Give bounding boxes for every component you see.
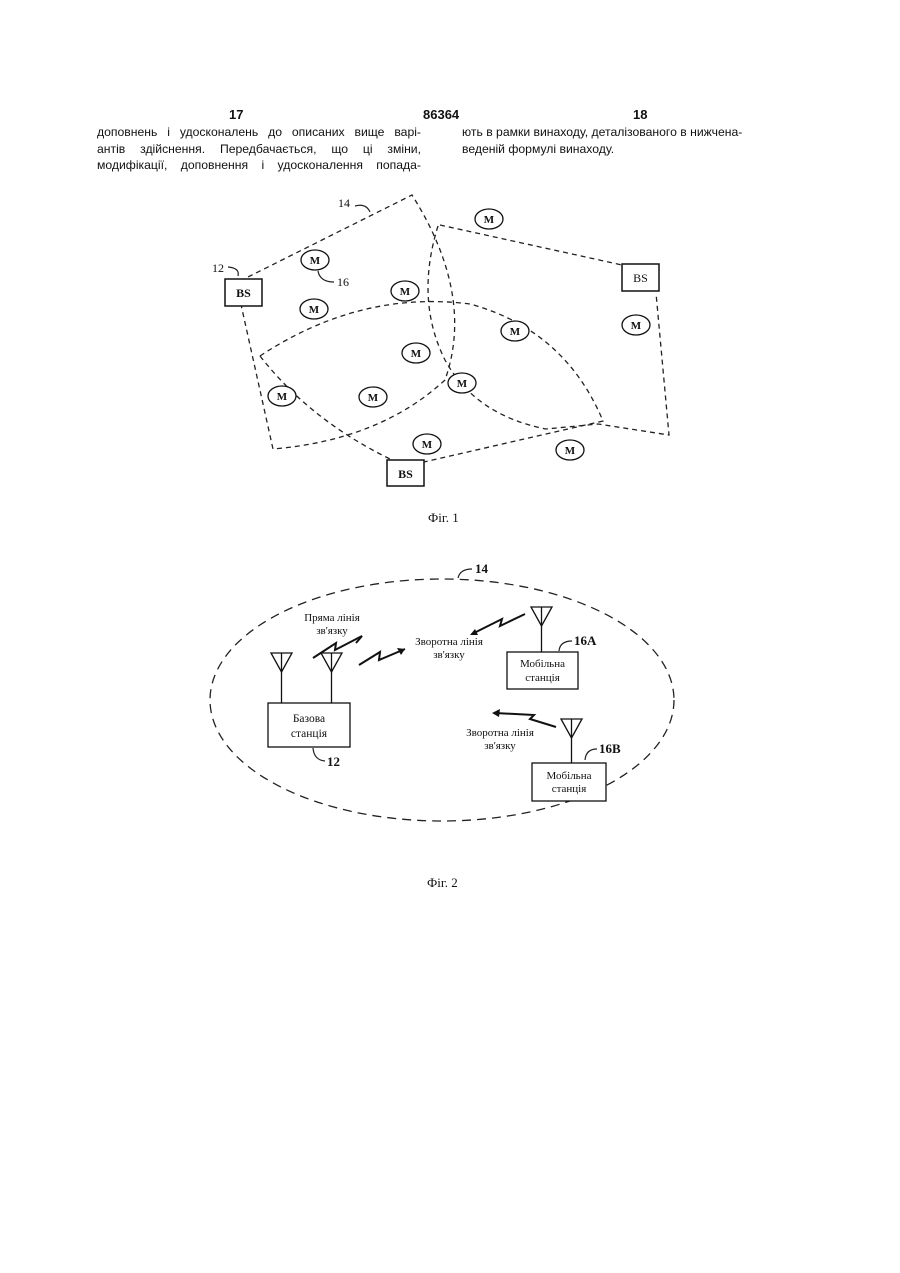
ref-label-16a: 16A xyxy=(574,633,597,648)
base-station-label: Базова xyxy=(293,713,325,725)
mobile-station-b-label: станція xyxy=(552,783,587,795)
lightning-icon xyxy=(359,649,405,665)
mobile-station-a-label: Мобільна xyxy=(520,658,565,670)
figure-2-link-diagram: 14 Базова станція 12 Пряма лінія зв'язку… xyxy=(0,0,900,900)
antenna-icon xyxy=(321,653,342,703)
figure-2-caption: Фіг. 2 xyxy=(427,875,458,891)
reverse-link-label: зв'язку xyxy=(433,649,465,661)
mobile-station-b-box xyxy=(532,763,606,801)
reverse-link-label: Зворотна лінія xyxy=(466,727,534,739)
base-station-label: станція xyxy=(291,728,328,740)
lightning-icon xyxy=(472,614,525,634)
ref-label-16b: 16B xyxy=(599,741,621,756)
reverse-link-label: зв'язку xyxy=(484,740,516,752)
ref-label-14: 14 xyxy=(475,561,489,576)
forward-link-label: Пряма лінія xyxy=(304,612,360,624)
mobile-station-b-label: Мобільна xyxy=(547,770,592,782)
antenna-icon xyxy=(561,719,582,763)
forward-link-label: зв'язку xyxy=(316,625,348,637)
ref-label-12: 12 xyxy=(327,754,340,769)
base-station-box xyxy=(268,703,350,747)
lightning-icon xyxy=(495,713,556,727)
lightning-icon xyxy=(313,636,362,658)
antenna-icon xyxy=(271,653,292,703)
mobile-station-a-label: станція xyxy=(525,672,560,684)
reverse-link-label: Зворотна лінія xyxy=(415,636,483,648)
antenna-icon xyxy=(531,607,552,652)
